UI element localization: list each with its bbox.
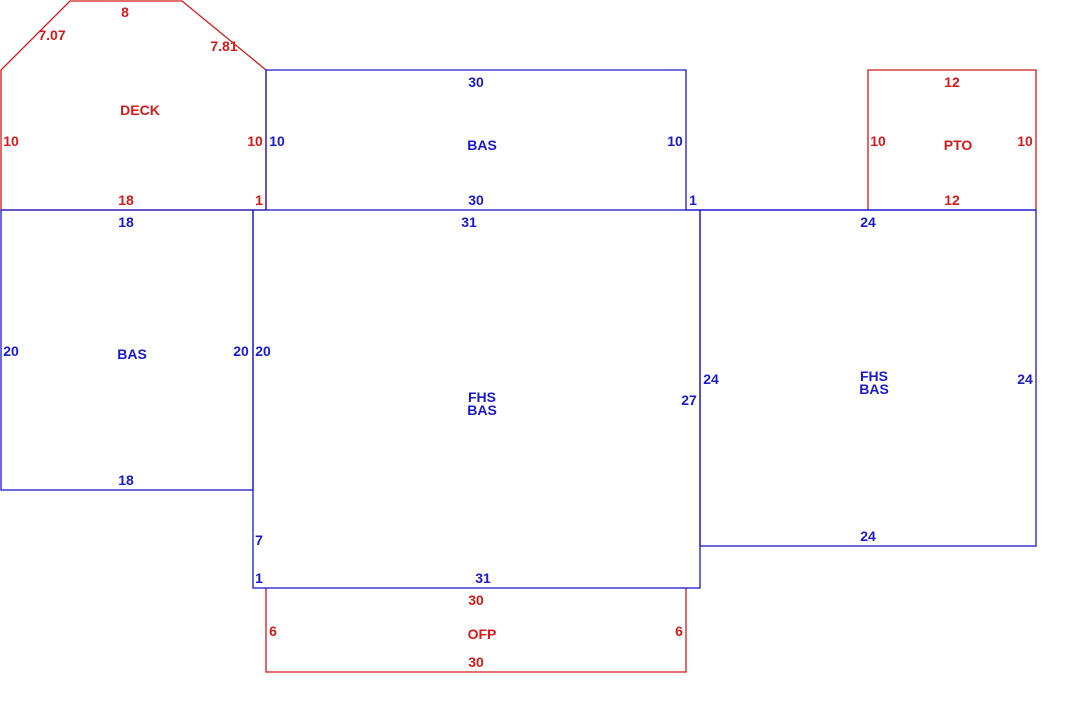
right-area: 24 24 24 24 FHS BAS <box>686 209 1037 547</box>
ofp-area: 30 6 6 30 OFP <box>265 588 687 673</box>
deck-dim-diag-right: 7.81 <box>210 38 237 54</box>
pto-area: 12 10 10 12 PTO <box>867 69 1037 210</box>
bas-left-dim-top: 18 <box>118 214 134 230</box>
deck-dim-bottom: 18 <box>118 192 134 208</box>
center-dim-left-lower: 7 <box>255 532 263 548</box>
bas-top-dim-bottom-tail: 1 <box>689 192 697 208</box>
right-dim-left: 24 <box>703 371 719 387</box>
deck-dim-top: 8 <box>121 4 129 20</box>
bas-left-dim-left: 20 <box>3 343 19 359</box>
deck-area: 8 7.07 7.81 10 10 18 1 DECK <box>0 0 267 211</box>
bas-top-dim-top: 30 <box>468 74 484 90</box>
ofp-dim-bottom: 30 <box>468 654 484 670</box>
right-dim-right: 24 <box>1017 371 1033 387</box>
center-dim-right: 27 <box>681 392 697 408</box>
center-area-label-line2: BAS <box>467 402 497 418</box>
pto-outline <box>867 69 1037 210</box>
deck-dim-left: 10 <box>3 133 19 149</box>
right-area-label-line1: FHS <box>860 368 888 384</box>
ofp-outline <box>265 588 687 673</box>
deck-dim-right: 10 <box>247 133 263 149</box>
right-area-label-line2: BAS <box>859 381 889 397</box>
bas-left-area: 18 20 20 18 BAS <box>0 209 254 491</box>
ofp-dim-right: 6 <box>675 623 683 639</box>
deck-dim-bottom-tail: 1 <box>255 192 263 208</box>
bas-top-area: 30 10 10 30 1 BAS <box>265 69 697 210</box>
center-dim-top: 31 <box>461 214 477 230</box>
pto-area-label: PTO <box>944 137 973 153</box>
bas-left-area-label: BAS <box>117 346 147 362</box>
ofp-area-label: OFP <box>468 626 497 642</box>
center-dim-left: 20 <box>255 343 271 359</box>
bas-top-dim-left: 10 <box>269 133 285 149</box>
bas-top-dim-right: 10 <box>667 133 683 149</box>
pto-dim-left: 10 <box>870 133 886 149</box>
bas-top-area-label: BAS <box>467 137 497 153</box>
right-outline <box>699 209 1037 547</box>
bas-left-dim-bottom: 18 <box>118 472 134 488</box>
pto-dim-bottom: 12 <box>944 192 960 208</box>
ofp-dim-left: 6 <box>269 623 277 639</box>
center-area-label-line1: FHS <box>468 389 496 405</box>
ofp-dim-top: 30 <box>468 592 484 608</box>
deck-area-label: DECK <box>120 102 160 118</box>
right-dim-top: 24 <box>860 214 876 230</box>
right-dim-bottom: 24 <box>860 528 876 544</box>
center-dim-left-bottom: 1 <box>255 570 263 586</box>
center-dim-bottom: 31 <box>475 570 491 586</box>
pto-dim-top: 12 <box>944 74 960 90</box>
bas-left-dim-right: 20 <box>233 343 249 359</box>
deck-dim-diag-left: 7.07 <box>38 27 65 43</box>
center-area: 31 20 7 1 27 31 FHS BAS <box>252 209 701 589</box>
bas-top-dim-bottom: 30 <box>468 192 484 208</box>
bas-top-outline <box>265 69 687 210</box>
pto-dim-right: 10 <box>1017 133 1033 149</box>
